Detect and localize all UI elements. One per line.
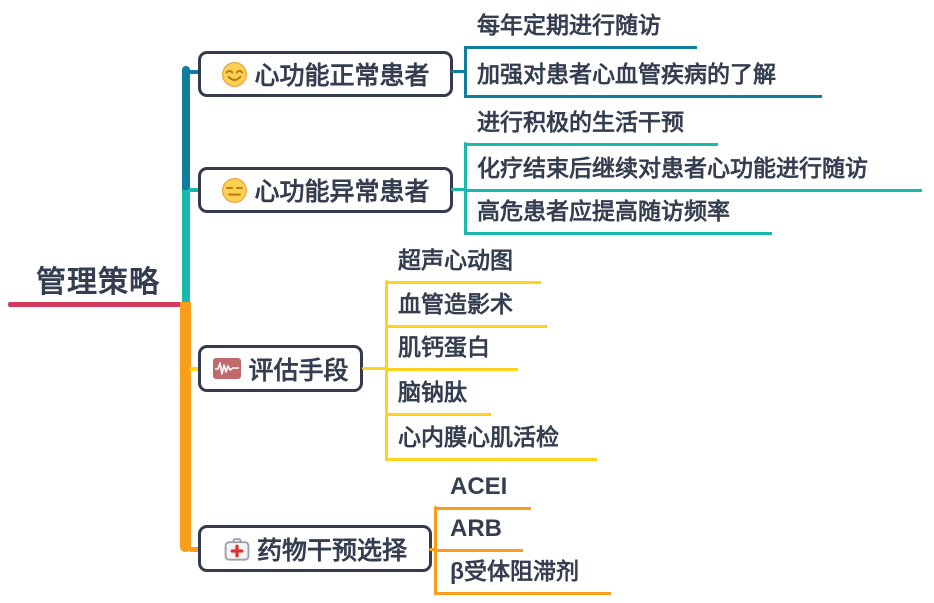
leaf-item[interactable]: 心内膜心肌活检: [385, 423, 597, 461]
leaf-item[interactable]: 血管造影术: [385, 290, 547, 328]
leaf-item[interactable]: 超声心动图: [385, 246, 541, 284]
trunk-segment-branch1: [182, 66, 190, 190]
leaf-item[interactable]: 化疗结束后继续对患者心功能进行随访: [464, 154, 922, 192]
medkit-icon: [223, 535, 251, 563]
smiley-neutral-icon: [221, 177, 248, 204]
leaf-item[interactable]: β受体阻滞剂: [434, 557, 611, 595]
branch-node-drug-intervention[interactable]: 药物干预选择: [198, 525, 432, 572]
connector-trunk-branch4: [189, 547, 200, 552]
connector-branch3-leaves: [362, 367, 387, 370]
branch1-leaf-spine: [464, 46, 467, 98]
branch-node-label: 评估手段: [248, 356, 349, 385]
leaf-item[interactable]: ARB: [434, 514, 523, 552]
leaf-item[interactable]: 肌钙蛋白: [385, 333, 518, 371]
trunk-segment-lower: [180, 302, 191, 552]
root-underline: [8, 302, 188, 307]
branch2-leaf-spine: [464, 142, 467, 235]
leaf-item[interactable]: 脑钠肽: [385, 378, 491, 416]
leaf-item[interactable]: 高危患者应提高随访频率: [464, 197, 772, 235]
branch-node-assessment[interactable]: 评估手段: [198, 345, 363, 392]
branch-node-label: 心功能正常患者: [254, 62, 430, 90]
connector-branch2-leaves: [451, 188, 466, 191]
leaf-item[interactable]: ACEI: [434, 472, 531, 510]
ecg-monitor-icon: [212, 356, 242, 381]
root-node[interactable]: 管理策略: [36, 266, 160, 299]
smiley-happy-icon: [221, 61, 248, 88]
connector-branch4-leaves: [429, 548, 436, 551]
trunk-segment-branch2: [182, 190, 190, 304]
leaf-item[interactable]: 进行积极的生活干预: [464, 108, 718, 146]
branch-node-label: 心功能异常患者: [254, 178, 430, 206]
connector-branch1-leaves: [451, 70, 466, 73]
connector-trunk-branch1: [188, 70, 200, 74]
leaf-item[interactable]: 加强对患者心血管疾病的了解: [464, 60, 822, 98]
connector-trunk-branch3: [189, 367, 200, 371]
branch-node-normal-cardiac[interactable]: 心功能正常患者: [198, 51, 453, 97]
branch-node-abnormal-cardiac[interactable]: 心功能异常患者: [198, 167, 453, 213]
leaf-item[interactable]: 每年定期进行随访: [464, 11, 697, 49]
connector-trunk-branch2: [188, 188, 200, 192]
branch-node-label: 药物干预选择: [256, 536, 407, 565]
